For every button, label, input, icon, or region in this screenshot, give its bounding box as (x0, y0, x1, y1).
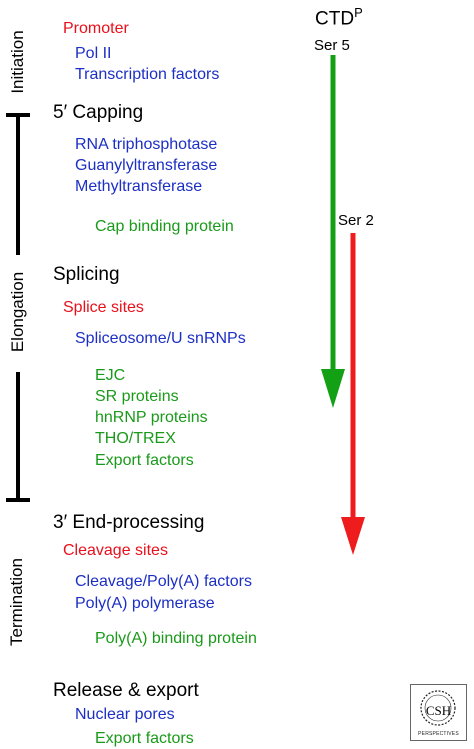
tho-trex-label: THO/TREX (95, 430, 176, 447)
logo-perspectives-text: PERSPECTIVES (418, 731, 459, 737)
ser5-arrow (321, 55, 345, 408)
csh-perspectives-logo: CSH PERSPECTIVES (410, 684, 467, 741)
splicing-heading: Splicing (53, 264, 120, 285)
elongation-bracket (6, 113, 30, 502)
guanylyltransferase-label: Guanylyltransferase (75, 157, 218, 174)
ser5-label: Ser 5 (314, 37, 350, 54)
rna-triphosphotase-label: RNA triphosphotase (75, 136, 218, 153)
pol2-label: Pol II (75, 45, 112, 62)
logo-seal-icon (420, 690, 456, 726)
ser2-arrow (341, 233, 365, 555)
export-factors-label: Export factors (95, 452, 194, 469)
cleavage-sites-label: Cleavage sites (63, 542, 168, 559)
splice-sites-label: Splice sites (63, 299, 144, 316)
ctd-label: CTDP (315, 5, 363, 30)
end-processing-heading: 3′ End-processing (53, 512, 205, 533)
hnrnp-proteins-label: hnRNP proteins (95, 409, 208, 426)
release-export-factors-label: Export factors (95, 730, 194, 747)
ser2-label: Ser 2 (338, 212, 374, 229)
release-export-heading: Release & export (53, 680, 199, 701)
capping-heading: 5′ Capping (53, 102, 144, 123)
sr-proteins-label: SR proteins (95, 388, 179, 405)
cleavage-polya-factors-label: Cleavage/Poly(A) factors (75, 573, 252, 590)
cap-binding-protein-label: Cap binding protein (95, 218, 234, 235)
ejc-label: EJC (95, 367, 126, 384)
nuclear-pores-label: Nuclear pores (75, 706, 175, 723)
transcription-factors-label: Transcription factors (75, 66, 220, 83)
methyltransferase-label: Methyltransferase (75, 178, 203, 195)
polya-binding-protein-label: Poly(A) binding protein (95, 630, 257, 647)
spliceosome-label: Spliceosome/U snRNPs (75, 330, 246, 347)
promoter-label: Promoter (63, 20, 129, 37)
ctd-phospho-superscript: P (354, 5, 363, 20)
ctd-text: CTD (315, 8, 355, 30)
logo-csh-text: CSH (425, 703, 452, 718)
polya-polymerase-label: Poly(A) polymerase (75, 595, 215, 612)
